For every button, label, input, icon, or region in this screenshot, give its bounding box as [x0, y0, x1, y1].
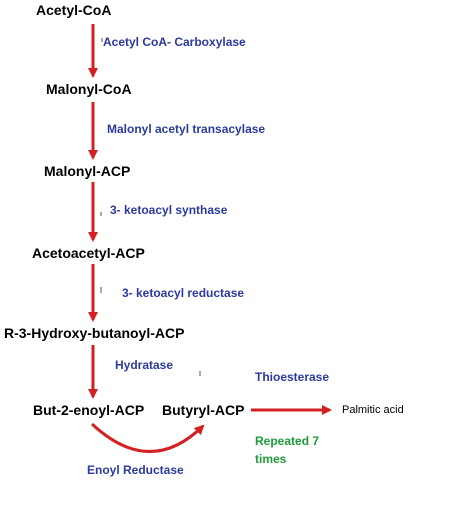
node-butyryl-acp: Butyryl-ACP	[162, 402, 244, 418]
node-malonyl-coa: Malonyl-CoA	[46, 81, 132, 97]
arrow-butenoylacp-to-butyrylacp	[90, 422, 205, 453]
enzyme-ketoacyl-synthase: 3- ketoacyl synthase	[110, 203, 228, 217]
note-repeated-line2: times	[255, 452, 287, 466]
node-but-2-enoyl-acp: But-2-enoyl-ACP	[33, 402, 144, 418]
node-palmitic-acid: Palmitic acid	[342, 404, 404, 416]
node-malonyl-acp: Malonyl-ACP	[44, 163, 130, 179]
enzyme-acetyl-coa-carboxylase: Acetyl CoA- Carboxylase	[103, 35, 246, 49]
enzyme-ketoacyl-reductase: 3- ketoacyl reductase	[122, 286, 244, 300]
enzyme-hydratase: Hydratase	[115, 358, 173, 372]
enzyme-enoyl-reductase: Enoyl Reductase	[87, 463, 184, 477]
note-repeated-line1: Repeated 7	[255, 434, 319, 448]
node-acetyl-coa: Acetyl-CoA	[36, 2, 111, 18]
node-hydroxy-butanoyl-acp: R-3-Hydroxy-butanoyl-ACP	[4, 325, 184, 341]
enzyme-thioesterase: Thioesterase	[255, 370, 329, 384]
enzyme-malonyl-acetyl-transacylase: Malonyl acetyl transacylase	[107, 122, 265, 136]
node-acetoacetyl-acp: Acetoacetyl-ACP	[32, 245, 145, 261]
